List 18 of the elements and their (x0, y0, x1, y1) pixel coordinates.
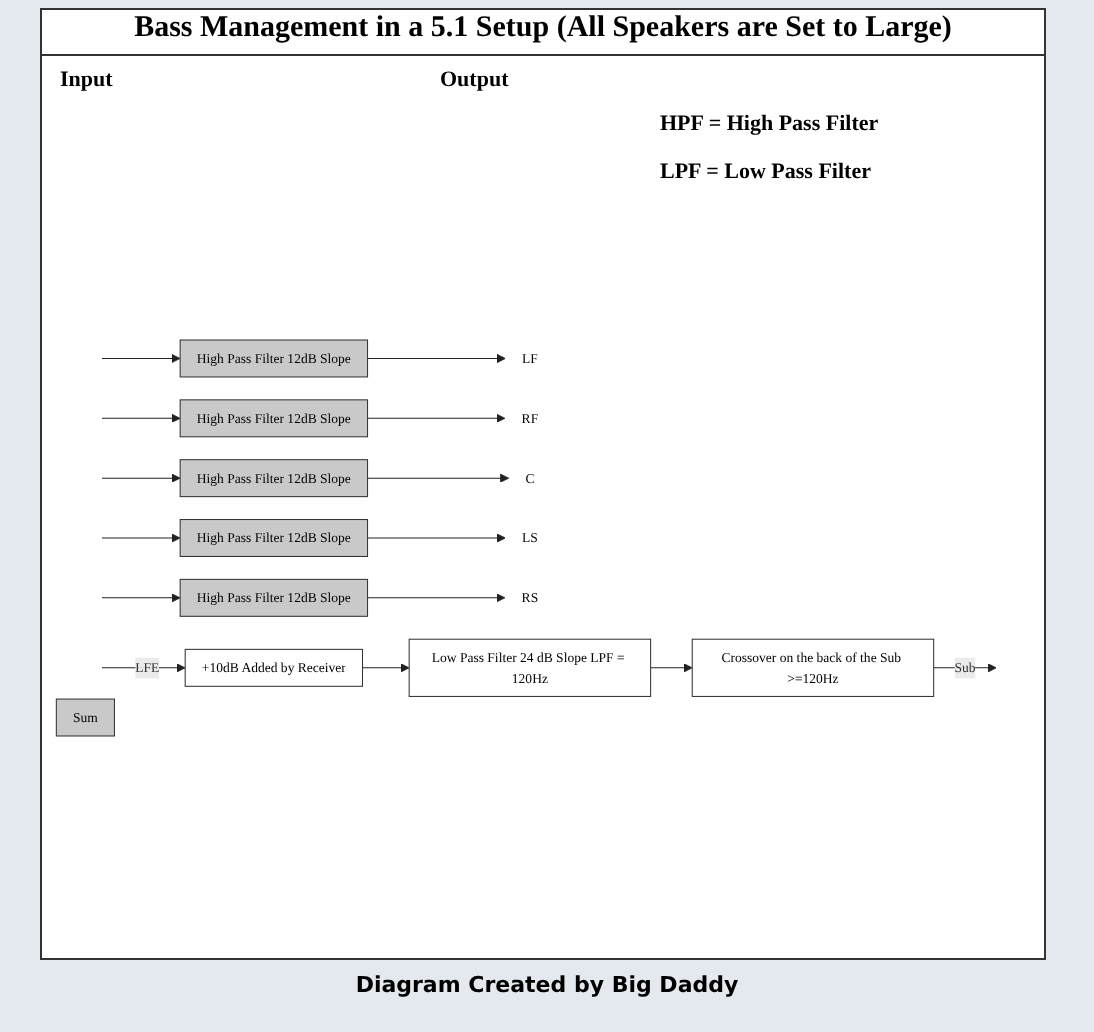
column-heading: Input (60, 68, 113, 92)
column-heading: Output (440, 68, 509, 92)
arrow (362, 663, 410, 673)
arrow (650, 663, 693, 673)
arrow (101, 533, 181, 543)
arrow (101, 473, 181, 483)
abbreviation-note: HPF = High Pass Filter (660, 112, 879, 136)
abbreviation-note: LPF = Low Pass Filter (660, 160, 871, 184)
arrow (367, 473, 510, 483)
arrow (367, 413, 506, 423)
diagram-caption: Diagram Created by Big Daddy (353, 972, 741, 998)
arrow (367, 353, 506, 364)
arrow (101, 593, 181, 603)
arrow (367, 593, 506, 603)
diagram-title: Bass Management in a 5.1 Setup (All Speakers are Set to Large) (40, 12, 1046, 56)
arrow (101, 413, 181, 423)
arrow (367, 533, 506, 543)
arrow (101, 353, 181, 364)
